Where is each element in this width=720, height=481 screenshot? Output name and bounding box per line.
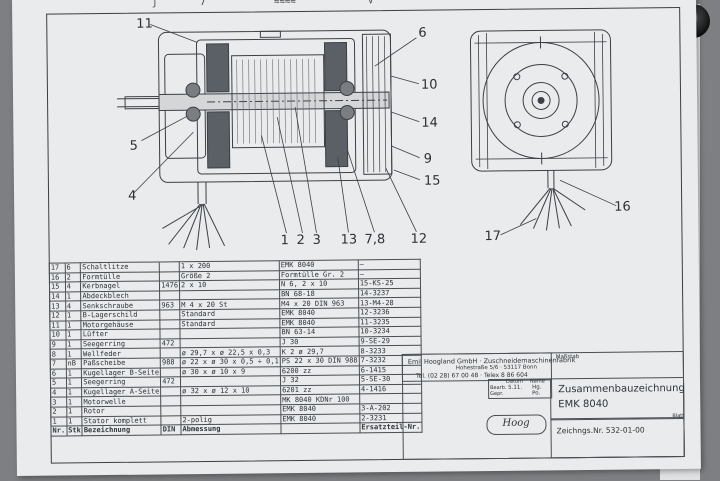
callout-5: 5 [129,138,138,154]
table-cell: 988 [160,357,181,368]
table-cell: 17 [49,262,66,273]
table-cell: 1 [65,310,82,321]
table-cell: 1 [66,397,83,407]
table-cell: 1 [66,387,82,398]
table-cell: 4 [65,281,81,292]
drawing-sheet: ʃ 7 ≈≈≈≈ Ɐ [12,0,701,476]
page-mark: ≈≈≈≈ [273,0,296,8]
table-cell: 472 [160,376,181,387]
table-cell: 1 [50,416,67,427]
table-cell: 8 [50,349,66,360]
table-cell [160,348,181,358]
table-cell: 1 [65,329,82,340]
table-cell [160,328,181,339]
callout-12: 12 [410,231,428,247]
callout-1: 1 [280,233,289,249]
logo-text: Hoog [502,417,530,429]
page-mark: ʃ [151,0,158,9]
table-cell: 6 [50,368,67,379]
drawing-model: EMK 8040 [558,398,609,411]
table-cell: 4 [65,301,82,311]
table-cell: Kugellager A-Seite [81,386,161,398]
table-cell: 6 [64,262,81,273]
table-cell: 16 [49,272,66,283]
table-cell: 472 [160,338,181,349]
table-cell: 3 [50,397,67,408]
table-cell: Kugellager B-Seite [81,367,161,378]
table-cell: 963 [159,300,180,310]
bearb-date: 5.11. [508,384,523,391]
table-cell: 1 [66,377,82,388]
table-cell: 4 [50,387,67,398]
table-cell [160,319,180,330]
callout-9: 9 [423,151,433,167]
table-cell [160,367,181,378]
table-cell: 1 [65,291,81,302]
table-cell: 2 [65,272,81,283]
table-cell: Bezeichnung [82,425,162,436]
table-cell: Stk [66,425,83,436]
table-cell: 1 [65,339,82,350]
end-view [469,29,613,231]
table-cell: 5 [50,378,67,388]
blatt-label: Blatt [672,412,685,420]
table-cell: nB [65,358,82,369]
table-cell: 1 [65,320,82,331]
table-cell: 9 [50,339,66,350]
table-cell: PS 22 x 30 DIN 988 [280,355,360,367]
table-cell [159,309,180,320]
table-cell: Nr. [50,426,67,436]
table-cell [280,422,360,434]
table-cell: 2 [50,406,67,417]
table-cell [160,386,181,397]
gepr-name: Po. [532,390,541,397]
callout-15: 15 [423,173,441,189]
callout-16: 16 [614,199,631,215]
table-cell: 15 [49,282,66,292]
table-cell [159,261,180,272]
table-cell: 1 [66,406,83,417]
callout-11: 11 [136,16,153,32]
table-cell: 10 [49,330,66,340]
table-cell: DIN [161,424,182,435]
table-cell: 1476 [159,280,180,291]
callout-13: 13 [340,232,358,248]
company-address: Hohestraße 5/6 · 53117 Bonn [455,364,537,372]
table-cell [159,290,180,301]
callout-4: 4 [127,188,137,204]
page-mark: 7 [199,0,206,9]
table-cell: 14 [49,291,66,302]
callout-10: 10 [420,77,438,93]
drawing-no-box [550,416,685,459]
table-cell: 12 [49,310,66,321]
callout-17: 17 [484,228,502,245]
table-cell: Abmessung [180,423,282,435]
table-cell [159,271,180,282]
row-gepr: Gepr. [490,390,504,398]
table-cell: 1 [65,349,82,359]
massstab-label: Maßstab [555,354,580,361]
callout-14: 14 [421,115,438,131]
table-cell: MK 8040 KDNr 100 [280,394,360,405]
table-cell: 1 [66,368,82,379]
callout-2: 2 [296,232,305,249]
callout-7-8: 7,8 [364,232,386,248]
drawing-title: Zusammenbauzeichnung [558,382,685,396]
table-cell [160,396,181,406]
table-cell [160,405,181,416]
motor-drawing [117,24,617,251]
sectional-view [117,29,393,251]
table-cell: 13 [49,301,66,312]
drawing-number: Zeichngs.Nr. 532-01-00 [556,425,645,436]
table-cell: 11 [49,320,66,331]
table-cell: 7 [50,358,67,369]
callout-6: 6 [418,25,427,41]
callout-3: 3 [312,232,321,248]
page-mark: Ɐ [367,0,374,7]
table-cell: 1 [66,416,83,427]
leader-lines [133,24,617,236]
table-cell [161,415,181,426]
